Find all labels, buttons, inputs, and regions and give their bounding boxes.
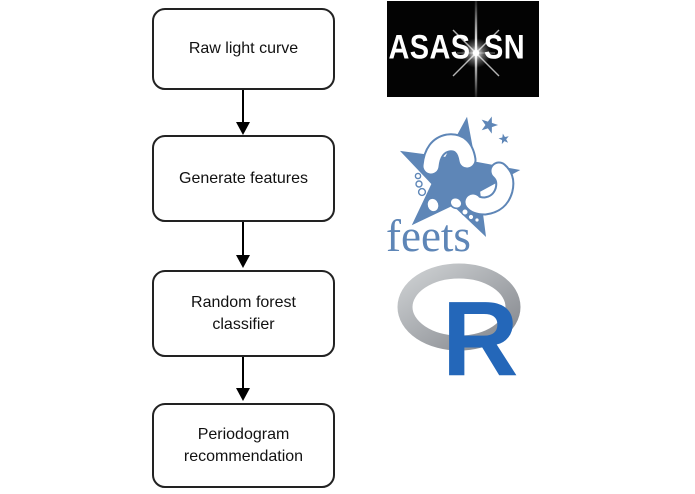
arrow-shaft: [242, 357, 244, 388]
arrow-head: [236, 388, 250, 401]
asassn-wordmark-left: ASAS: [388, 28, 470, 67]
arrow-shaft: [242, 90, 244, 122]
feets-wordmark: feets: [386, 211, 471, 261]
r-ring: [397, 263, 521, 351]
small-star-icon: [498, 133, 509, 145]
footprint-icon: [449, 161, 515, 223]
arrow-down-icon: [236, 357, 250, 401]
step-raw-light-curve: Raw light curve: [152, 8, 335, 90]
step-label: Random forest classifier: [191, 293, 296, 333]
arrow-head: [236, 122, 250, 135]
asassn-wordmark-right: SN: [484, 28, 525, 67]
step-label: Generate features: [179, 169, 308, 187]
step-periodogram-recommendation: Periodogram recommendation: [152, 403, 335, 488]
step-random-forest-classifier: Random forest classifier: [152, 270, 335, 357]
r-logo: R: [397, 263, 521, 382]
arrow-down-icon: [236, 222, 250, 268]
small-star-icon: [481, 116, 499, 134]
step-generate-features: Generate features: [152, 135, 335, 222]
step-label: Periodogram recommendation: [183, 425, 304, 465]
asassn-logo: ASAS SN: [387, 1, 539, 97]
arrow-down-icon: [236, 90, 250, 135]
r-letter: R: [442, 280, 519, 382]
footprint-icon: [414, 133, 477, 213]
star-flare-icon: [452, 1, 500, 97]
step-label: Raw light curve: [188, 40, 299, 58]
arrow-shaft: [242, 222, 244, 255]
arrow-head: [236, 255, 250, 268]
feets-logo: feets: [386, 116, 521, 261]
